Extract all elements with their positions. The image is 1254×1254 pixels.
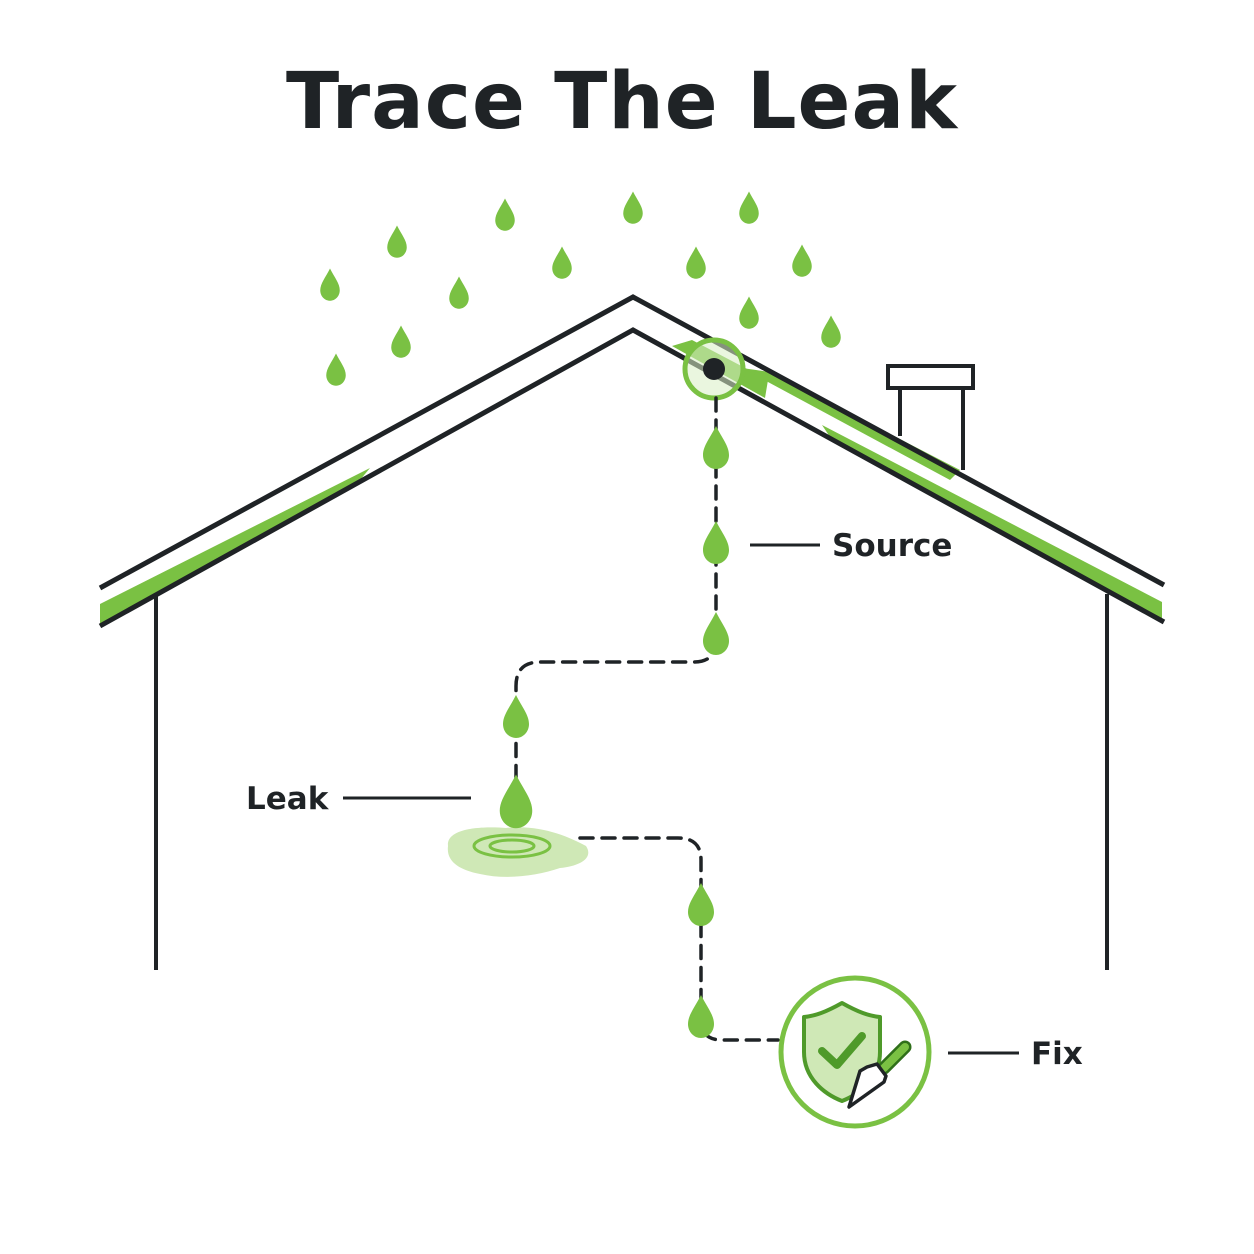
- puddle-icon: [447, 827, 589, 877]
- label-source: Source: [832, 528, 952, 564]
- drop-icon: [503, 695, 529, 738]
- path-drops: [499, 426, 729, 1038]
- roof-band-mid-right: [742, 368, 960, 480]
- roof-band-left: [100, 468, 370, 624]
- raindrop-icon: [320, 268, 340, 301]
- raindrop-icon: [739, 296, 759, 329]
- label-fix-group: Fix: [948, 1036, 1083, 1072]
- drop-icon: [499, 774, 533, 829]
- raindrop-icon: [391, 325, 411, 358]
- house: [98, 294, 1166, 970]
- label-leak-group: Leak: [246, 781, 471, 817]
- drop-icon: [703, 521, 729, 564]
- raindrop-icon: [387, 225, 407, 258]
- chimney: [886, 364, 975, 470]
- drop-icon: [703, 612, 729, 655]
- raindrop-icon: [739, 191, 759, 224]
- roof-inner-line: [98, 327, 1166, 629]
- raindrop-icon: [821, 315, 841, 348]
- raindrop-icon: [792, 244, 812, 277]
- page-title: Trace The Leak: [286, 57, 959, 147]
- raindrop-icon: [449, 276, 469, 309]
- drop-icon: [703, 426, 729, 469]
- label-leak: Leak: [246, 781, 330, 817]
- drop-icon: [688, 995, 714, 1038]
- leak-trace-path-lower: [578, 836, 780, 1042]
- raindrop-icon: [686, 246, 706, 279]
- roof-outer-line: [98, 294, 1166, 591]
- drop-icon: [688, 883, 714, 926]
- raindrop-icon: [495, 198, 515, 231]
- shield-check-trowel-icon: [778, 975, 932, 1129]
- label-fix: Fix: [1031, 1036, 1083, 1072]
- leak-trace-path: [514, 396, 718, 802]
- raindrop-icon: [326, 353, 346, 386]
- raindrop-icon: [623, 191, 643, 224]
- label-source-group: Source: [750, 528, 952, 564]
- raindrop-icon: [552, 246, 572, 279]
- leak-source-marker-icon: [682, 337, 746, 401]
